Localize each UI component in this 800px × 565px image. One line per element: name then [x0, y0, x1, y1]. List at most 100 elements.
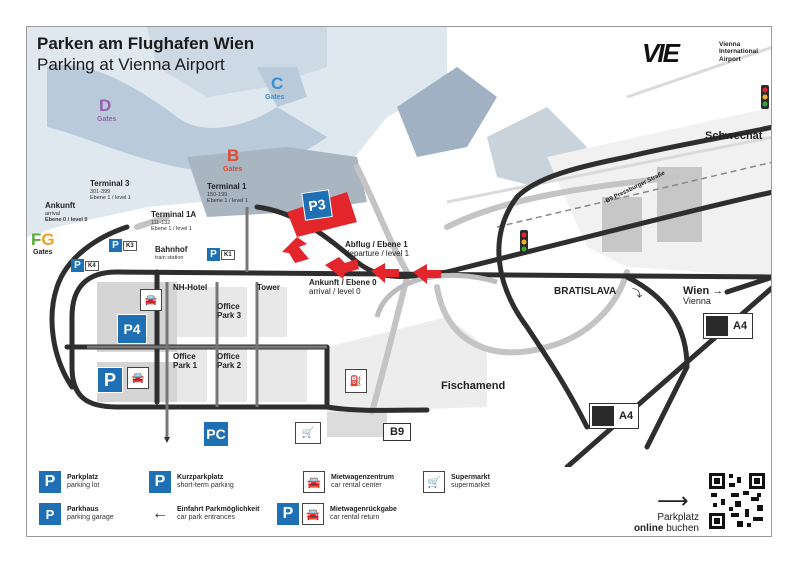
terminal-3-level: Ebene 1 / level 1: [90, 194, 131, 201]
terminal-1-gates: 150-199: [207, 191, 228, 198]
motorway-icon: [706, 316, 728, 336]
gate-c-sub: Gates: [265, 94, 285, 101]
p3-parking[interactable]: P3: [301, 189, 333, 221]
logo-line-2: International: [719, 48, 759, 56]
legend-mietwagenrueckgabe-de: Mietwagenrückgabe: [330, 505, 397, 513]
a4-marker-1: A4: [703, 313, 754, 339]
k1-parking[interactable]: P K1: [207, 248, 235, 261]
a4-label-2: A4: [619, 410, 634, 422]
gate-g-letter: G: [41, 230, 55, 249]
buchen-word: buchen: [666, 523, 699, 534]
legend-mietwagenzentrum-en: car rental center: [331, 482, 382, 489]
terminal-3-gates: 301-399: [90, 188, 111, 195]
nh-hotel-label: NH-Hotel: [173, 283, 208, 292]
car-return-icon: 🚘: [302, 503, 324, 525]
p4-parking[interactable]: P4: [117, 314, 147, 344]
pc-parking[interactable]: PC: [203, 421, 229, 447]
vie-logo: VIE: [642, 38, 680, 68]
departure-level-label: Abflug / Ebene 1 departure / level 1: [345, 240, 409, 259]
gate-fg-letters: FG: [31, 230, 55, 250]
parking-icon: P: [277, 503, 299, 525]
gate-fg-sub: Gates: [33, 249, 53, 256]
parking-icon: P: [39, 471, 61, 493]
bratislava-arrow: ⤵: [632, 289, 642, 300]
short-term-parking-icon: P: [149, 471, 171, 493]
office-park-2-label: Office Park 2: [217, 352, 242, 371]
bahnhof-label: Bahnhof train station: [155, 245, 187, 261]
terminal-1-name: Terminal 1: [207, 182, 247, 191]
qr-code-icon[interactable]: [707, 471, 767, 531]
k3-parking[interactable]: P K3: [109, 239, 137, 252]
arrow-right-icon: ⟶: [657, 488, 689, 513]
b9-marker: B9: [383, 423, 412, 441]
arrow-right-icon: →: [712, 285, 724, 297]
parking-garage-icon: P: [39, 503, 61, 525]
office-park-2-line2: Park 2: [217, 360, 242, 370]
office-park-1-line2: Park 1: [173, 360, 198, 370]
a4-marker-2: A4: [589, 403, 640, 429]
legend-parkhaus-en: parking garage: [67, 514, 114, 521]
terminal-1-label: Terminal 1 150-199 Ebene 1 / level 1: [207, 182, 248, 204]
office-park-1-line1: Office: [173, 352, 196, 361]
terminal-1a-gates: 111-132: [151, 219, 171, 226]
legend-einfahrt-de: Einfahrt Parkmöglichkeit: [177, 505, 260, 513]
train-station-en: train station: [155, 254, 184, 261]
bratislava-label: BRATISLAVA: [554, 286, 617, 297]
p-main-parking[interactable]: P: [97, 367, 123, 393]
traffic-light-icon: [520, 230, 528, 254]
legend-einfahrt-en: car park entrances: [177, 514, 235, 521]
k3-p-icon: P: [109, 239, 122, 252]
gate-c-letter: C: [271, 74, 284, 93]
office-park-3-line2: Park 3: [217, 310, 242, 320]
online-booking-link[interactable]: Parkplatz online buchen: [623, 512, 699, 534]
airport-map: [27, 27, 771, 467]
car-rental-icon: 🚘: [140, 289, 162, 311]
k3-label: K3: [123, 240, 137, 251]
wien-label: Wien → Vienna: [683, 285, 723, 307]
title-german: Parken am Flughafen Wien: [37, 34, 255, 53]
legend-supermarkt-de: Supermarkt: [451, 473, 490, 481]
office-park-1-label: Office Park 1: [173, 352, 198, 371]
gate-b-sub: Gates: [223, 166, 243, 173]
legend-mietwagenzentrum-de: Mietwagenzentrum: [331, 473, 395, 481]
gate-f-letter: F: [31, 230, 42, 249]
motorway-icon: [592, 406, 614, 426]
terminal-1a-level: Ebene 1 / level 1: [151, 225, 192, 232]
supermarket-icon: 🛒: [423, 471, 445, 493]
legend-kurzparkplatz-de: Kurzparkplatz: [177, 473, 224, 481]
tower-label: Tower: [257, 283, 280, 292]
terminal-3-name: Terminal 3: [90, 179, 130, 188]
arrival-label: Ankunft arrival Ebene 0 / level 0: [45, 201, 88, 223]
office-park-3-line1: Office: [217, 302, 240, 311]
vie-logo-mark: VIE: [642, 38, 680, 68]
k1-label: K1: [221, 249, 235, 260]
arrival-level: Ebene 0 / level 0: [45, 216, 88, 223]
legend-parkplatz-de: Parkplatz: [67, 473, 99, 481]
k4-parking[interactable]: P K4: [71, 259, 99, 272]
gate-d-letter: D: [99, 96, 112, 115]
entrance-arrows: [282, 237, 441, 284]
terminal-1a-label: Terminal 1A 111-132 Ebene 1 / level 1: [151, 210, 196, 232]
arrival-text: arrival / level 0: [309, 286, 361, 296]
title-english: Parking at Vienna Airport: [37, 55, 225, 74]
gate-d-sub: Gates: [97, 116, 117, 123]
arrow-left-icon: ←: [152, 505, 168, 522]
legend-parkplatz-en: parking lot: [67, 482, 100, 489]
vienna-name: Vienna: [683, 296, 711, 307]
logo-line-1: Vienna: [719, 41, 741, 48]
legend-supermarkt-en: supermarket: [451, 482, 490, 489]
k4-p-icon: P: [71, 259, 84, 272]
arrival-name: Ankunft: [45, 201, 76, 210]
arrival-en: arrival: [45, 210, 60, 217]
abflug-text: Abflug / Ebene 1: [345, 240, 408, 249]
online-line1: Parkplatz: [657, 512, 699, 523]
legend-parkhaus-de: Parkhaus: [67, 505, 99, 513]
terminal-1-level: Ebene 1 / level 1: [207, 197, 248, 204]
